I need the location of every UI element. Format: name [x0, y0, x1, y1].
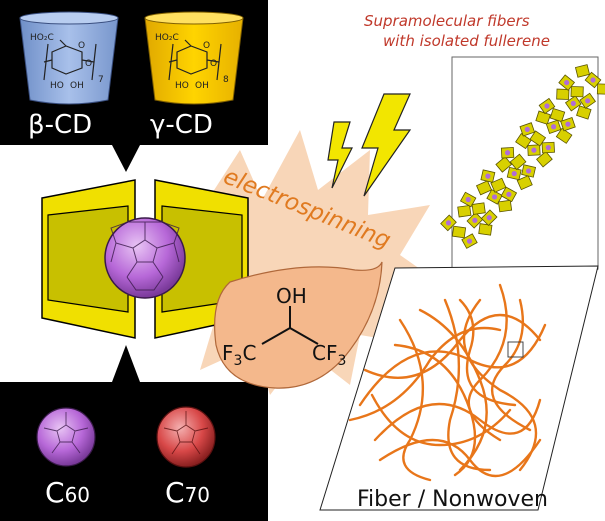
c70-label-subscript: 70: [185, 483, 210, 507]
fiber-cd-unit: [574, 64, 591, 78]
fiber-cd-unit: [555, 127, 573, 144]
beta-oh-right: OH: [70, 81, 84, 91]
c60-label-letter: C: [45, 476, 65, 509]
nonwoven-zoom-marker: [507, 341, 524, 358]
fiber-cd-unit: [556, 88, 570, 100]
lightning-bolt-small: [327, 121, 353, 189]
fiber-fullerene-dot: [551, 124, 557, 130]
beta-oh-left: HO: [50, 81, 64, 91]
hfip-cf3-right-sub: 3: [337, 353, 346, 369]
beta-ring-o: O: [78, 41, 85, 51]
c70-molecule: [156, 406, 216, 468]
fiber-cd-unit: [549, 107, 566, 123]
hfip-oh: OH: [276, 284, 307, 308]
hfip-cf3-left-sub: 3: [234, 353, 243, 369]
inset-title-line1: Supramolecular fibers: [364, 12, 530, 30]
c70-label: C70: [165, 476, 210, 509]
fiber-fullerene-dot: [585, 98, 591, 104]
fiber-cd-unit: [490, 177, 507, 193]
gamma-repeat: 8: [223, 75, 229, 85]
beta-cd-cone: HO₂C O O HO OH 7: [19, 11, 119, 105]
fullerene-panel-pointer: [112, 345, 140, 382]
beta-hydroxymethyl: HO₂C: [30, 33, 54, 43]
gamma-oh-right: OH: [195, 81, 209, 91]
fiber-fullerene-dot: [486, 215, 492, 221]
fiber-fullerene-dot: [545, 144, 551, 151]
fiber-fullerene-dot: [466, 238, 473, 244]
gamma-cd-cone: HO₂C O O HO OH 8: [144, 11, 244, 105]
fiber-fullerene-dot: [445, 220, 452, 226]
fiber-cd-unit: [570, 86, 584, 98]
c60-label: C60: [45, 476, 90, 509]
fiber-fullerene-dot: [465, 196, 471, 203]
c60-label-subscript: 60: [65, 483, 90, 507]
fiber-fullerene-dot: [565, 121, 571, 127]
hfip-cf3-right: CF3: [312, 341, 346, 369]
hfip-cf3-left: F3C: [222, 341, 256, 369]
hfip-cf3-right-cf: CF: [312, 341, 337, 365]
fiber-cd-unit: [451, 225, 467, 239]
fiber-cd-unit: [536, 151, 553, 168]
fiber-fullerene-dot: [491, 194, 498, 200]
gamma-cd-label: γ-CD: [150, 110, 213, 140]
fiber-fullerene-dot: [511, 170, 517, 177]
fiber-fullerene-dot: [485, 173, 491, 179]
fiber-fullerene-dot: [472, 217, 478, 223]
lightning-bolt-large: [361, 93, 412, 197]
fiber-cd-unit: [509, 153, 527, 171]
fiber-cd-unit: [475, 180, 493, 196]
nonwoven-label: Fiber / Nonwoven: [357, 487, 548, 512]
fiber-fullerene-dot: [544, 103, 550, 109]
fiber-cd-unit: [457, 204, 472, 218]
fiber-fullerene-dot: [590, 77, 596, 83]
c60-molecule: [36, 407, 96, 467]
beta-repeat: 7: [98, 75, 104, 85]
fiber-cd-unit: [515, 132, 532, 150]
fiber-fullerene-dot: [564, 79, 570, 86]
fiber-cd-unit: [529, 130, 547, 147]
hfip-structure: [261, 306, 319, 345]
solvent-droplet: [214, 261, 383, 389]
cyclodextrin-panel-pointer: [112, 145, 140, 172]
fiber-cd-unit: [596, 83, 605, 95]
hfip-cf3-left-f: F: [222, 341, 234, 365]
fiber-cd-unit: [478, 223, 493, 236]
fiber-cd-unit: [516, 175, 533, 191]
c70-label-letter: C: [165, 476, 185, 509]
fiber-cd-unit: [495, 156, 513, 173]
fiber-cd-unit: [471, 202, 486, 215]
gamma-hydroxymethyl: HO₂C: [155, 33, 179, 43]
fiber-fullerene-dot: [504, 150, 511, 156]
fiber-fullerene-dot: [570, 100, 576, 106]
beta-cd-label: β-CD: [28, 110, 92, 140]
gamma-ring-o: O: [203, 41, 210, 51]
beta-bridge-o: O: [85, 59, 92, 69]
gamma-oh-left: HO: [175, 81, 189, 91]
fiber-cd-unit: [497, 199, 513, 213]
fiber-fullerene-dot: [524, 126, 530, 132]
fiber-fullerene-dot: [525, 168, 532, 174]
fiber-fullerene-dot: [531, 147, 537, 153]
hfip-cf3-left-c: C: [242, 341, 256, 365]
gamma-bridge-o: O: [210, 59, 217, 69]
nonwoven-fibers: [348, 283, 547, 482]
inset-title-line2: with isolated fullerene: [383, 32, 550, 50]
supramolecular-fiber: [440, 64, 605, 249]
fiber-fullerene-dot: [506, 191, 512, 197]
